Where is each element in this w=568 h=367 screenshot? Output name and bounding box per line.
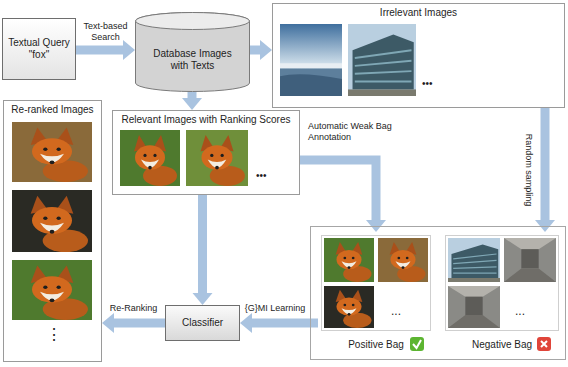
node-text: Relevant Images with Ranking Scores [117,114,295,126]
ellipsis-text: ••• [422,78,433,90]
fox-image [31,196,88,252]
check-icon [410,337,424,351]
node-text: Textual Query "fox" [5,37,73,61]
bag-outline [446,236,559,331]
fox-image [336,290,372,328]
edge-label-text: {G}MI Learning [243,303,307,314]
fox-image [200,135,244,186]
fox-image-ground [12,122,92,182]
fox-image-ground [12,190,92,252]
flow-arrow [76,46,123,55]
edge-label-text: Random sampling [524,134,535,207]
edge-label: {G}MI Learning [243,303,307,314]
fox-image [31,127,88,182]
ellipsis-mark: ... [515,304,525,318]
room-image [448,286,500,328]
flow-arrow [300,160,376,220]
node-text: Positive Bag [320,339,432,351]
edge-label-text: Automatic Weak Bag Annotation [308,121,408,143]
cylinder-top [136,13,250,30]
fox-image-ground [120,130,180,186]
node-text: Negative Bag [444,339,560,351]
sky-image [280,24,342,96]
node-text: Database Images with Texts [145,48,240,72]
ellipsis-mark: ... [391,304,401,318]
fox-image-ground [324,238,374,282]
edge-label: Random sampling [524,134,535,207]
cross-icon [537,337,551,351]
flow-arrow [188,92,197,98]
ellipsis-mark: ••• [256,170,267,182]
bag-outline [322,236,431,331]
node-text: Re-ranked Images [8,104,97,116]
edge-label: Automatic Weak Bag Annotation [308,121,408,143]
fox-image [336,242,372,282]
image-group-box: Re-ranked Images [3,100,102,362]
image-group-box: Relevant Images with Ranking Scores [112,110,300,195]
image-group-box: Irrelevant Images [272,3,565,108]
flow-arrow [541,108,550,220]
check-mark [413,340,421,348]
building-image [448,238,500,282]
flow-arrow [252,319,318,328]
room-image [504,238,556,282]
process-box: Classifier [165,305,240,341]
query-box: Textual Query "fox" [2,18,76,80]
fox-image-ground [186,130,248,186]
fox-image-ground [12,260,92,320]
bag-group: Positive Bag [318,232,434,354]
cross-mark [541,341,547,347]
fox-image-ground [324,286,374,328]
bag-group: Negative Bag [442,232,562,354]
flow-arrow [250,46,260,55]
edge-label: Text-based Search [77,21,134,43]
node-text: Irrelevant Images [279,7,558,19]
ellipsis-text: ... [391,304,401,318]
database-cylinder: Database Images with Texts [135,12,250,92]
edge-label: Re-Ranking [104,303,163,314]
fox-image [31,265,88,320]
cylinder-body [136,13,250,92]
fox-image-ground [378,238,428,282]
ellipsis-mark: ••• [422,78,433,90]
fox-image [390,242,426,282]
edge-label-text: Re-Ranking [104,303,163,314]
bag-container [311,227,566,360]
flow-arrow [198,195,207,293]
building-image [348,24,416,96]
edge-label-text: Text-based Search [77,21,134,43]
ellipsis-mark: ⋮ [46,325,62,344]
ellipsis-text: ••• [256,170,267,182]
fox-image [134,135,177,186]
flow-arrow [114,319,165,328]
node-text: Classifier [169,317,236,329]
ellipsis-text: ... [515,304,525,318]
ellipsis-text: ⋮ [46,325,62,344]
